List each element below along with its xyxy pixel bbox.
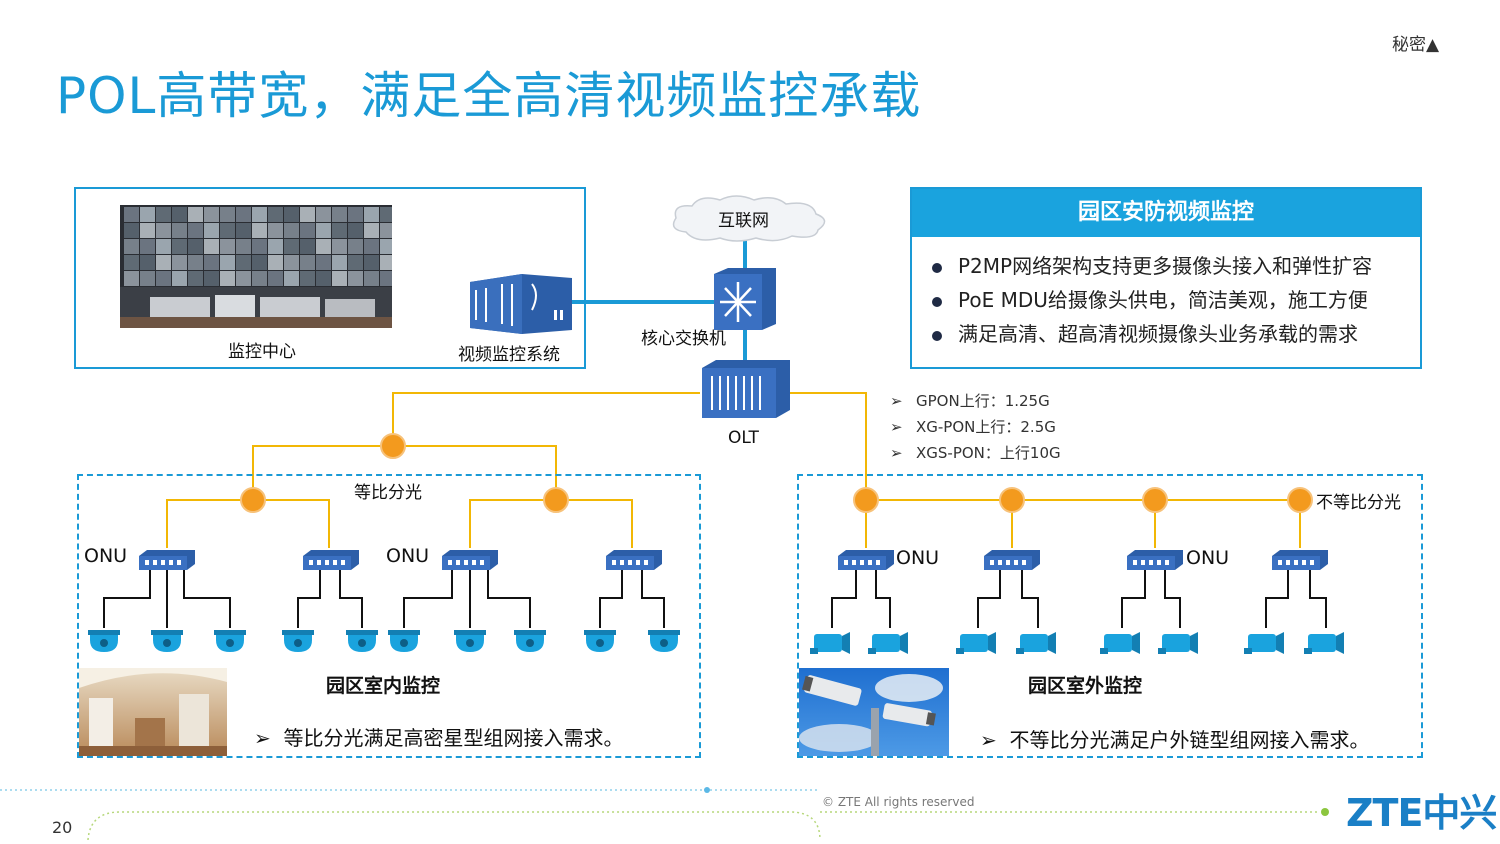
indoor-split-label: 等比分光 [354,483,422,503]
page-title: POL高带宽，满足全高清视频监控承载 [56,67,922,125]
bullet-dot-icon [932,330,942,341]
arrow-bullet-icon: ➢ [890,418,903,436]
spec-item: ➢GPON上行：1.25G [890,388,1061,414]
outdoor-note: ➢ 不等比分光满足户外链型组网接入需求。 [980,728,1370,752]
splitter-icon [999,487,1025,513]
bullet-item: P2MP网络架构支持更多摄像头接入和弹性扩容 [932,249,1372,283]
outdoor-split-label: 不等比分光 [1316,493,1401,513]
onu-label: ONU [84,545,128,567]
core-switch-icon [714,268,776,330]
indoor-note: ➢ 等比分光满足高密星型组网接入需求。 [254,726,624,750]
pon-specs: ➢GPON上行：1.25G ➢XG-PON上行：2.5G ➢XGS-PON：上行… [890,388,1061,466]
internet-label: 互联网 [718,211,769,231]
bullet-item: PoE MDU给摄像头供电，简洁美观，施工方便 [932,283,1372,317]
olt-icon [702,360,790,418]
monitor-center-frame [74,187,586,369]
outdoor-zone-title: 园区室外监控 [1028,675,1143,697]
video-system-label: 视频监控系统 [458,345,560,365]
bullet-item: 满足高清、超高清视频摄像头业务承载的需求 [932,317,1372,351]
arrow-bullet-icon: ➢ [980,728,1010,752]
splitter-icon [1287,487,1313,513]
splitter-icon [380,433,406,459]
indoor-zone-title: 园区室内监控 [326,675,441,697]
splitter-icon [853,487,879,513]
spec-item: ➢XG-PON上行：2.5G [890,414,1061,440]
page-number: 20 [52,818,73,837]
onu-label: ONU [896,547,940,569]
bullet-dot-icon [932,262,942,273]
splitter-icon [543,487,569,513]
arrow-bullet-icon: ➢ [254,726,284,750]
splitter-icon [240,487,266,513]
arrow-bullet-icon: ➢ [890,392,903,410]
internet-cloud-icon [672,195,826,242]
monitor-center-label: 监控中心 [228,342,296,362]
arrow-bullet-icon: ➢ [890,444,903,462]
classification-label: 秘密▲ [1392,35,1440,55]
core-switch-label: 核心交换机 [641,329,726,349]
olt-label: OLT [728,428,759,448]
copyright: © ZTE All rights reserved [822,795,975,809]
splitter-icon [1142,487,1168,513]
info-box-bullets: P2MP网络架构支持更多摄像头接入和弹性扩容 PoE MDU给摄像头供电，简洁美… [932,249,1372,351]
video-server-icon [470,274,572,334]
outdoor-zone-frame [797,474,1423,758]
bullet-dot-icon [932,296,942,307]
onu-label: ONU [386,545,430,567]
video-wall-photo [120,205,392,328]
spec-item: ➢XGS-PON：上行10G [890,440,1061,466]
indoor-zone-frame [77,474,701,758]
onu-label: ONU [1186,547,1230,569]
outdoor-photo [799,668,949,756]
info-box: 园区安防视频监控 P2MP网络架构支持更多摄像头接入和弹性扩容 PoE MDU给… [910,187,1422,369]
indoor-photo [79,668,227,756]
info-box-title: 园区安防视频监控 [912,189,1420,237]
zte-logo: ZTE中兴 [1346,791,1497,835]
